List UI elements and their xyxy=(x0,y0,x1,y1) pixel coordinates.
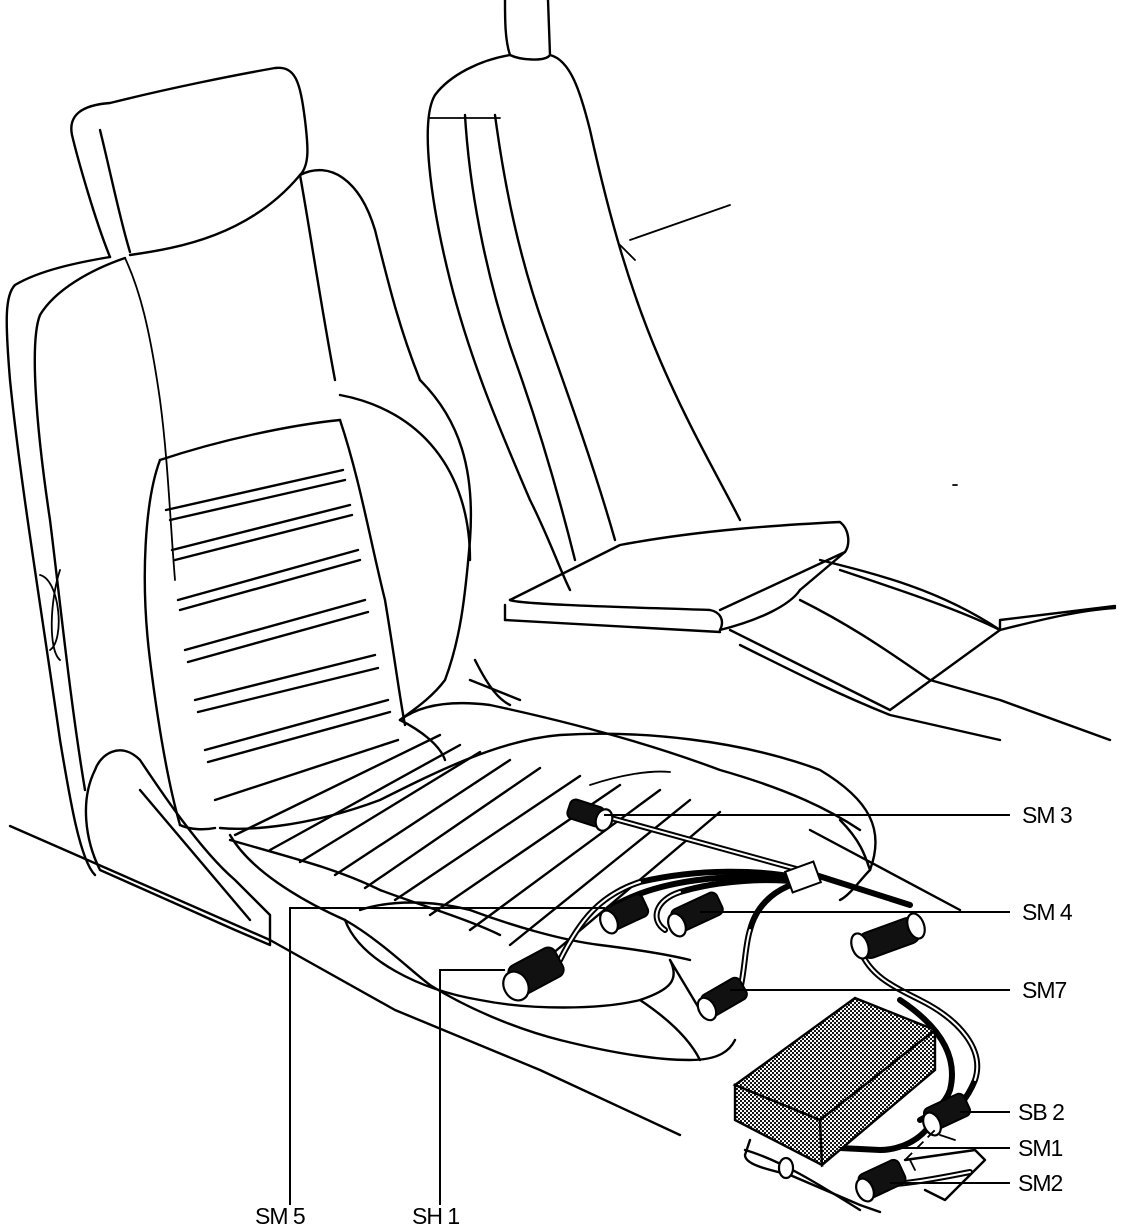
plug-sh1 xyxy=(502,946,565,1002)
headrest xyxy=(70,66,309,259)
plug-sm4 xyxy=(667,891,724,938)
right-seat xyxy=(426,0,742,592)
center-console xyxy=(468,484,1117,742)
plug-sb2 xyxy=(922,1092,972,1137)
plug-sm2 xyxy=(855,1158,907,1203)
floor-lines xyxy=(8,824,962,1137)
connectors xyxy=(502,798,972,1203)
label-sm1: SM1 xyxy=(1018,1135,1063,1161)
label-sm2: SM2 xyxy=(1018,1170,1063,1196)
label-sm4: SM 4 xyxy=(1022,899,1073,925)
control-module xyxy=(732,996,987,1214)
label-sm7: SM7 xyxy=(1022,977,1067,1003)
label-sb2: SB 2 xyxy=(1018,1099,1065,1125)
seat-back xyxy=(5,169,473,877)
label-sm5: SM 5 xyxy=(255,1203,306,1229)
wiring-harness xyxy=(557,812,981,1188)
back-pleats xyxy=(164,468,400,802)
label-sh1: SH 1 xyxy=(412,1203,460,1229)
plug-sm7 xyxy=(696,976,748,1022)
plug-sm5 xyxy=(599,893,650,935)
leader-lines xyxy=(289,814,1010,1205)
plug-upper-right xyxy=(850,912,926,960)
label-sm3: SM 3 xyxy=(1022,802,1073,828)
back-lower xyxy=(84,749,272,947)
